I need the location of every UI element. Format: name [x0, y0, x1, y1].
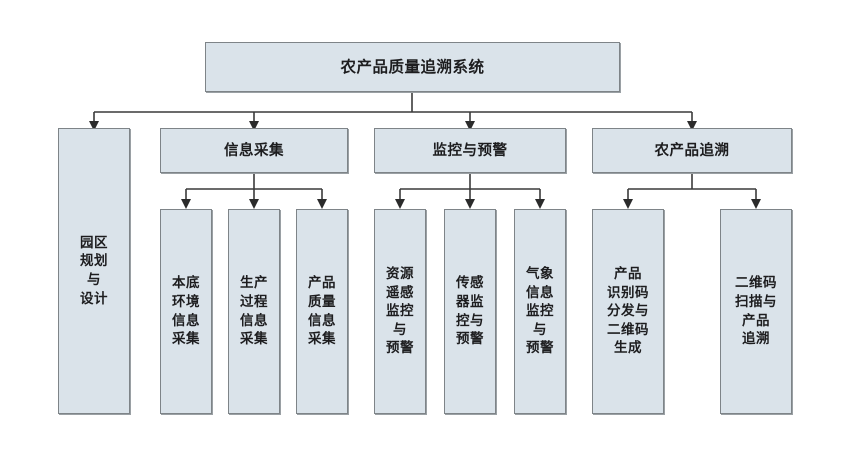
node-product-id-code-distribution-label: 产品 识别码 分发与 二维码 生成	[607, 265, 649, 357]
node-monitoring-warning[interactable]: 监控与预警	[374, 128, 566, 173]
node-root-label: 农产品质量追溯系统	[340, 57, 485, 77]
node-qr-code-scan-traceability[interactable]: 二维码 扫描与 产品 追溯	[720, 209, 792, 414]
node-information-collection-label: 信息采集	[224, 141, 284, 159]
node-resource-remote-sensing-monitoring[interactable]: 资源 遥感 监控 与 预警	[374, 209, 426, 414]
node-park-planning[interactable]: 园区 规划 与 设计	[58, 128, 130, 414]
node-sensor-monitoring-label: 传感 器监 控与 预警	[456, 275, 484, 348]
node-production-process-info-collection[interactable]: 生产 过程 信息 采集	[228, 209, 280, 414]
node-product-quality-info-collection[interactable]: 产品 质量 信息 采集	[296, 209, 348, 414]
node-sensor-monitoring[interactable]: 传感 器监 控与 预警	[444, 209, 496, 414]
node-product-traceability-label: 农产品追溯	[654, 141, 730, 159]
node-product-quality-info-collection-label: 产品 质量 信息 采集	[308, 275, 336, 348]
node-information-collection[interactable]: 信息采集	[160, 128, 348, 173]
node-resource-remote-sensing-monitoring-label: 资源 遥感 监控 与 预警	[386, 265, 414, 357]
node-weather-info-monitoring[interactable]: 气象 信息 监控 与 预警	[514, 209, 566, 414]
node-root[interactable]: 农产品质量追溯系统	[205, 42, 620, 92]
node-qr-code-scan-traceability-label: 二维码 扫描与 产品 追溯	[735, 275, 777, 348]
node-park-planning-label: 园区 规划 与 设计	[80, 234, 108, 307]
node-weather-info-monitoring-label: 气象 信息 监控 与 预警	[526, 265, 554, 357]
node-product-id-code-distribution[interactable]: 产品 识别码 分发与 二维码 生成	[592, 209, 664, 414]
node-baseline-environment-info-collection[interactable]: 本底 环境 信息 采集	[160, 209, 212, 414]
node-monitoring-warning-label: 监控与预警	[432, 141, 508, 159]
node-baseline-environment-info-collection-label: 本底 环境 信息 采集	[172, 275, 200, 348]
node-product-traceability[interactable]: 农产品追溯	[592, 128, 792, 173]
node-production-process-info-collection-label: 生产 过程 信息 采集	[240, 275, 268, 348]
